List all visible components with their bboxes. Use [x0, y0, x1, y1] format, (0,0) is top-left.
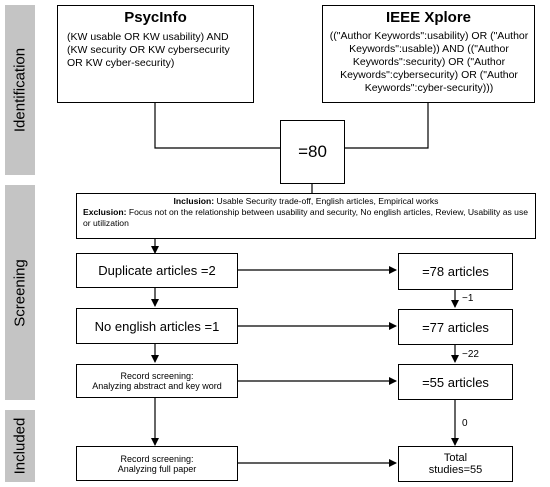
duplicates-text: Duplicate articles =2 [98, 263, 216, 278]
inclusion-criteria: Inclusion: Usable Security trade-off, En… [83, 196, 529, 207]
inclusion-text: Usable Security trade-off, English artic… [214, 196, 439, 206]
record-screening-full-title: Record screening: [120, 453, 194, 464]
exclusion-text: Focus not on the relationship between us… [83, 207, 529, 228]
exclusion-label: Exclusion: [83, 207, 127, 217]
psycinfo-box: PsycInfo (KW usable OR KW usability) AND… [57, 5, 254, 103]
delta-first-label: −1 [462, 293, 474, 304]
psycinfo-to-total-line [154, 103, 280, 149]
after-duplicates-text: =78 articles [422, 264, 489, 279]
record-screening-abstract-box: Record screening: Analyzing abstract and… [76, 364, 238, 398]
inclusion-label: Inclusion: [173, 196, 215, 206]
after-no-english-text: =77 articles [422, 319, 489, 335]
ieee-box: IEEE Xplore (("Author Keywords":usabilit… [322, 5, 535, 103]
delta-second-label: −22 [462, 349, 479, 360]
total-studies-line1: Total [443, 452, 468, 464]
total-records-box: =80 [280, 120, 345, 184]
after-abstract-text: =55 articles [422, 374, 489, 390]
after-no-english-box: =77 articles [398, 309, 513, 345]
total-studies-box: Total studies=55 [398, 446, 513, 482]
total-studies-line2: studies=55 [428, 464, 483, 476]
phase-included: Included [5, 410, 35, 482]
after-abstract-box: =55 articles [398, 364, 513, 400]
psycinfo-query: (KW usable OR KW usability) AND (KW secu… [67, 31, 230, 69]
record-screening-full-box: Record screening: Analyzing full paper [76, 446, 238, 481]
record-screening-abstract-detail: Analyzing abstract and key word [92, 381, 222, 391]
after-duplicates-box: =78 articles [398, 253, 513, 290]
total-records-value: =80 [298, 142, 327, 161]
ieee-to-total-line [345, 103, 429, 149]
no-english-text: No english articles =1 [94, 318, 220, 334]
duplicates-box: Duplicate articles =2 [76, 253, 238, 288]
ieee-query: (("Author Keywords":usability) OR ("Auth… [329, 30, 529, 94]
phase-screening: Screening [5, 185, 35, 400]
ieee-title: IEEE Xplore [385, 9, 472, 26]
exclusion-criteria: Exclusion: Focus not on the relationship… [83, 207, 529, 229]
no-english-box: No english articles =1 [76, 308, 238, 344]
delta-third-label: 0 [462, 418, 468, 429]
criteria-box: Inclusion: Usable Security trade-off, En… [76, 193, 536, 239]
phase-identification: Identification [5, 5, 35, 175]
record-screening-abstract-title: Record screening: [120, 371, 194, 381]
record-screening-full-detail: Analyzing full paper [117, 463, 197, 474]
psycinfo-title: PsycInfo [124, 9, 187, 26]
